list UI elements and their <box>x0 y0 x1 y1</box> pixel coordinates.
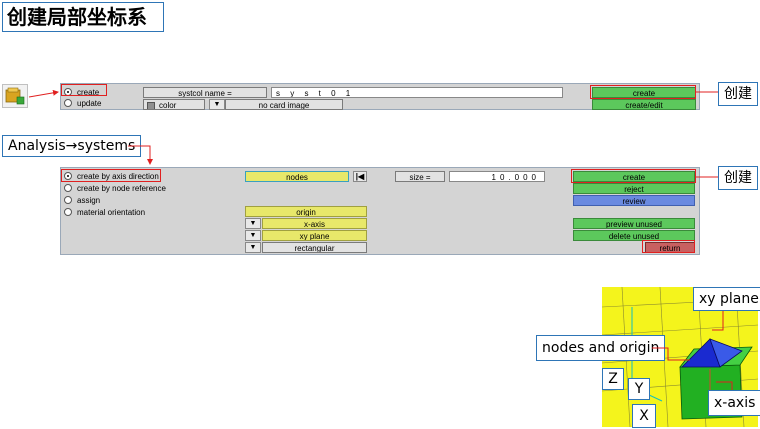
rectangular-button[interactable]: rectangular <box>262 242 367 253</box>
color-button[interactable]: color <box>143 99 205 110</box>
radio-dot <box>64 171 72 180</box>
radio-material-orientation[interactable]: material orientation <box>64 207 145 218</box>
no-card-image-button[interactable]: no card image <box>225 99 343 110</box>
systcol-name-label: systcol name = <box>143 87 267 98</box>
radio-assign[interactable]: assign <box>64 195 100 206</box>
radio-create-by-node-reference[interactable]: create by node reference <box>64 183 166 194</box>
radio-label: create by axis direction <box>77 172 159 181</box>
radio-update-label: update <box>77 99 102 108</box>
radio-update[interactable]: update <box>64 98 101 109</box>
z-axis-label: Z <box>602 368 624 390</box>
xy-plane-callout: xy plane <box>693 287 760 311</box>
return-button-highlight <box>642 240 695 253</box>
radio-dot <box>64 183 72 192</box>
radio-label: material orientation <box>77 208 146 217</box>
chevron-down-icon[interactable]: ▼ <box>245 242 261 253</box>
xy-plane-button[interactable]: xy plane <box>262 230 367 241</box>
reject-button[interactable]: reject <box>573 183 695 194</box>
systcol-name-input[interactable]: s y s t 0 1 <box>271 87 563 98</box>
radio-create-by-axis-direction[interactable]: create by axis direction <box>64 171 159 182</box>
radio-label: assign <box>77 196 101 205</box>
create-callout-top: 创建 <box>718 82 758 106</box>
radio-dot <box>64 98 72 107</box>
size-input[interactable]: 10.000 <box>449 171 545 182</box>
axis-direction-radio-highlight <box>61 169 161 182</box>
chevron-down-icon[interactable]: ▼ <box>245 230 261 241</box>
chevron-down-icon[interactable]: ▼ <box>209 99 225 110</box>
y-axis-label: Y <box>628 378 650 400</box>
create-edit-button[interactable]: create/edit <box>592 99 696 110</box>
create-button-highlight <box>571 169 696 183</box>
review-button[interactable]: review <box>573 195 695 206</box>
system-folder-icon[interactable] <box>2 84 28 108</box>
radio-dot <box>64 207 72 216</box>
delete-unused-button[interactable]: delete unused <box>573 230 695 241</box>
radio-create-label: create <box>77 88 100 97</box>
systems-create-panel: create update systcol name = s y s t 0 1… <box>60 83 700 110</box>
create-button-highlight <box>590 85 696 99</box>
arrow-connector-icon <box>28 89 59 98</box>
x-axis-button[interactable]: x-axis <box>262 218 367 229</box>
origin-button[interactable]: origin <box>245 206 367 217</box>
analysis-systems-callout: Analysis→systems <box>2 135 142 157</box>
nodes-and-origin-callout: nodes and origin <box>536 335 666 361</box>
chevron-down-icon[interactable]: ▼ <box>245 218 261 229</box>
create-callout-bottom: 创建 <box>718 166 758 190</box>
x-axis-label: X <box>632 404 656 428</box>
page-title: 创建局部坐标系 <box>2 2 164 32</box>
create-radio-highlight <box>61 84 107 96</box>
systems-axis-panel: create by axis direction create by node … <box>60 167 700 255</box>
nodes-selector-button[interactable]: nodes <box>245 171 349 182</box>
radio-dot <box>64 195 72 204</box>
first-page-icon[interactable]: |◀ <box>353 171 367 182</box>
size-label: size = <box>395 171 445 182</box>
radio-label: create by node reference <box>77 184 166 193</box>
preview-unused-button[interactable]: preview unused <box>573 218 695 229</box>
create-button[interactable]: create <box>573 171 695 182</box>
x-axis-callout: x-axis <box>708 390 760 416</box>
color-label: color <box>159 101 177 110</box>
color-swatch-icon <box>147 101 155 109</box>
